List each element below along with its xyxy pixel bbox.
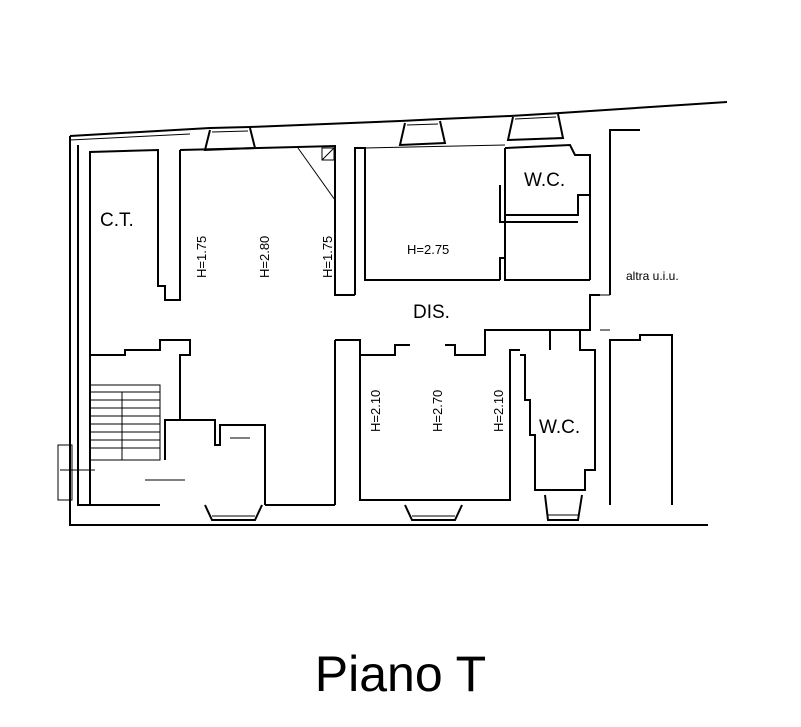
room-label-ct: C.T. xyxy=(100,210,134,231)
height-label-175-right: H=1.75 xyxy=(320,236,335,278)
room-label-dis: DIS. xyxy=(413,302,450,323)
other-unit-walls xyxy=(600,129,673,505)
height-label-270: H=2.70 xyxy=(430,390,445,432)
window-bottom-1 xyxy=(204,504,263,521)
wc-top-walls xyxy=(499,143,591,280)
lower-middle-walls xyxy=(180,340,336,506)
window-top-3 xyxy=(506,113,565,142)
central-room-walls xyxy=(179,144,355,296)
room-label-wc-top: W.C. xyxy=(524,170,565,191)
plan-title: Piano T xyxy=(314,646,487,702)
window-top-1 xyxy=(203,127,257,152)
window-bottom-2 xyxy=(404,504,463,521)
height-label-175-left: H=1.75 xyxy=(194,236,209,278)
wc-right-walls xyxy=(520,294,600,491)
stair-block xyxy=(57,339,191,506)
height-label-280: H=2.80 xyxy=(257,236,272,278)
label-other-unit: altra u.i.u. xyxy=(626,269,679,283)
height-label-210-right: H=2.10 xyxy=(491,390,506,432)
room-h275-walls xyxy=(354,144,590,295)
exterior-walls xyxy=(69,101,728,526)
window-bottom-3 xyxy=(544,494,583,521)
ct-room-walls xyxy=(89,148,181,356)
height-label-275: H=2.75 xyxy=(407,242,449,257)
window-top-2 xyxy=(398,120,447,147)
room-label-wc-right: W.C. xyxy=(539,417,580,438)
height-label-210-left: H=2.10 xyxy=(368,390,383,432)
